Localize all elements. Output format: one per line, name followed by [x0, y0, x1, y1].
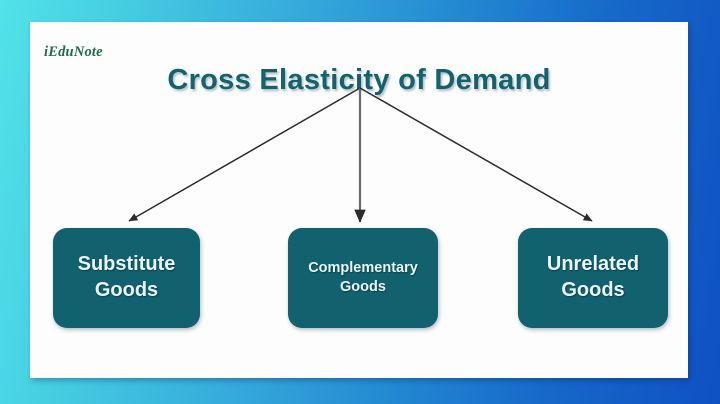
arrow-to-substitute-goods [128, 87, 361, 222]
node-label-line2: Goods [94, 279, 159, 301]
node-label-line2: Goods [340, 279, 386, 295]
node-label-line2: Goods [561, 279, 625, 301]
connector-arrows [128, 87, 593, 223]
content-panel: iEduNote Cross Elasticity of Demand Subs… [30, 22, 688, 378]
node-label-line1: Complementary [308, 260, 418, 277]
arrow-to-unrelated-goods [359, 87, 593, 222]
node-label-line1: Substitute [77, 253, 176, 276]
brand-logo: iEduNote [44, 44, 103, 60]
node-unrelated-goods[interactable]: Unrelated Goods [518, 228, 668, 328]
node-complementary-goods[interactable]: Complementary Goods [288, 228, 438, 328]
node-label-line1: Unrelated [546, 253, 640, 276]
diagram-title: Cross Elasticity of Demand [166, 63, 552, 98]
node-substitute-goods[interactable]: Substitute Goods [53, 228, 200, 328]
